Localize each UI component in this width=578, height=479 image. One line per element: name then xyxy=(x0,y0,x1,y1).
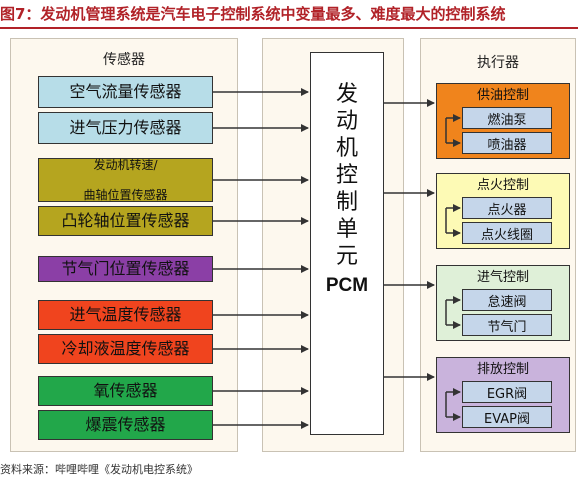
sensors-panel-title: 传感器 xyxy=(103,52,145,68)
sensor-label: 冷却液温度传感器 xyxy=(61,339,190,358)
sensor-box: 节气门位置传感器 xyxy=(38,256,213,282)
actuator-box: 怠速阀 xyxy=(462,289,552,311)
sensor-box: 进气压力传感器 xyxy=(38,112,213,144)
actuator-box: 点火器 xyxy=(462,197,552,219)
pcm-char: 发 xyxy=(335,82,358,107)
pcm-name-vertical: 发动机控制单元 xyxy=(336,81,358,270)
source-note: 资料来源：哔哩哔哩《发动机电控系统》 xyxy=(0,463,198,476)
actuator-group-label: 点火控制 xyxy=(476,178,529,193)
actuator-group-label: 供油控制 xyxy=(476,88,529,103)
sensor-label: 爆震传感器 xyxy=(85,415,166,434)
actuator-box: 点火线圈 xyxy=(462,222,552,244)
sensor-box: 凸轮轴位置传感器 xyxy=(38,206,213,236)
sensor-box: 发动机转速/曲轴位置传感器 xyxy=(38,158,213,202)
actuator-box: 节气门 xyxy=(462,314,552,336)
pcm-char: 单 xyxy=(335,217,358,242)
sensor-box: 空气流量传感器 xyxy=(38,76,213,108)
actuator-box: 喷油器 xyxy=(462,132,552,154)
pcm-char: 元 xyxy=(335,244,358,269)
actuator-group-label: 进气控制 xyxy=(476,270,529,285)
sensor-label: 进气温度传感器 xyxy=(69,305,182,324)
actuator-box: 燃油泵 xyxy=(462,107,552,129)
sensor-box: 爆震传感器 xyxy=(38,410,213,440)
figure-title: 图7：发动机管理系统是汽车电子控制系统中变量最多、难度最大的控制系统 xyxy=(0,5,506,23)
sensor-label: 凸轮轴位置传感器 xyxy=(61,211,190,230)
sensor-label: 进气压力传感器 xyxy=(69,118,182,137)
pcm-char: 机 xyxy=(335,136,358,161)
sensor-box: 进气温度传感器 xyxy=(38,300,213,330)
actuator-box: EVAP阀 xyxy=(462,406,552,428)
sensor-label: 发动机转速/ xyxy=(93,157,158,172)
sensor-label: 空气流量传感器 xyxy=(69,82,182,101)
pcm-char: 制 xyxy=(335,190,358,215)
actuator-group-label: 排放控制 xyxy=(476,362,529,377)
title-rule xyxy=(0,27,578,29)
pcm-abbreviation: PCM xyxy=(325,275,369,296)
actuators-panel-title: 执行器 xyxy=(477,55,519,71)
pcm-char: 控 xyxy=(335,163,358,188)
actuator-box: EGR阀 xyxy=(462,381,552,403)
sensor-label: 氧传感器 xyxy=(93,381,158,400)
sensor-box: 氧传感器 xyxy=(38,376,213,406)
pcm-char: 动 xyxy=(335,109,358,134)
pcm-unit: 发动机控制单元 PCM xyxy=(310,52,384,435)
sensor-box: 冷却液温度传感器 xyxy=(38,334,213,364)
sensor-label: 节气门位置传感器 xyxy=(61,259,190,278)
sensor-label: 曲轴位置传感器 xyxy=(83,187,168,202)
